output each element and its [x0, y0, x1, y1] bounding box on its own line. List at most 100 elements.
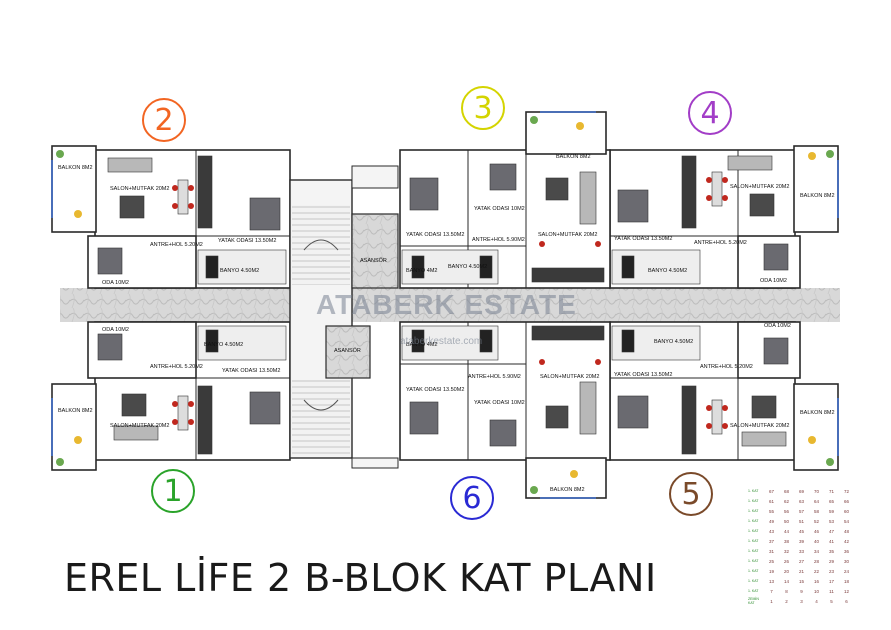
- legend-cell: 27: [798, 558, 804, 564]
- legend-floor-label: 1. KAT: [748, 589, 759, 593]
- legend-cell: 50: [783, 518, 789, 524]
- label-banyo-u3: BANYO 4.50M2: [448, 264, 488, 270]
- legend-cell: 29: [828, 558, 834, 564]
- legend-cell: 17: [828, 578, 834, 584]
- legend-cell: 51: [798, 518, 804, 524]
- legend-cell: 24: [843, 568, 849, 574]
- label-yatak-u5: YATAK ODASI 13.50M2: [614, 372, 673, 378]
- legend-cell: 44: [783, 528, 789, 534]
- legend-cell: 59: [828, 508, 834, 514]
- label-yatak-u2: YATAK ODASI 13.50M2: [218, 238, 277, 244]
- legend-cell: 8: [785, 588, 788, 594]
- legend-cell: 68: [783, 488, 789, 494]
- legend-cell: 11: [829, 588, 834, 594]
- label-yatak-u4: YATAK ODASI 13.50M2: [614, 236, 673, 242]
- label-antre-u2: ANTRE+HOL 5.20M2: [150, 242, 203, 248]
- legend-cell: 45: [798, 528, 804, 534]
- legend-cell: 19: [768, 568, 774, 574]
- legend-cell: 22: [813, 568, 819, 574]
- legend-floor-label: 1. KAT: [748, 569, 759, 573]
- legend-cell: 25: [768, 558, 774, 564]
- legend-cell: 31: [768, 548, 774, 554]
- legend-cell: 71: [828, 488, 834, 494]
- label-salon-u6: SALON+MUTFAK 20M2: [540, 374, 600, 380]
- legend-cell: 72: [843, 488, 849, 494]
- central-corridor: [60, 288, 840, 322]
- legend-cell: 12: [843, 588, 849, 594]
- legend-cell: 37: [768, 538, 774, 544]
- label-yatak10-u3: YATAK ODASI 10M2: [474, 206, 525, 212]
- label-banyo-u4: BANYO 4.50M2: [648, 268, 688, 274]
- label-banyo-u1: BANYO 4.50M2: [204, 342, 244, 348]
- legend-cell: 40: [813, 538, 819, 544]
- balcony-chairs: [74, 122, 816, 478]
- label-salon-u4: SALON+MUTFAK 20M2: [730, 184, 790, 190]
- legend-cell: 64: [813, 498, 819, 504]
- legend-cell: 2: [785, 598, 788, 604]
- label-oda-u5: ODA 10M2: [764, 323, 791, 329]
- legend-floor-label: 1. KAT: [748, 509, 759, 513]
- legend-cell: 20: [783, 568, 789, 574]
- legend-cell: 55: [768, 508, 774, 514]
- legend-cell: 63: [798, 498, 804, 504]
- legend-cell: 67: [768, 488, 774, 494]
- legend-cell: 41: [828, 538, 834, 544]
- furniture: [97, 155, 789, 455]
- label-balkon-u5: BALKON 8M2: [800, 410, 835, 416]
- label-oda-u1: ODA 10M2: [102, 327, 129, 333]
- legend-floor-label: 1. KAT: [748, 579, 759, 583]
- label-yatak10-u6: YATAK ODASI 10M2: [474, 400, 525, 406]
- stair-bottom: [292, 380, 350, 456]
- legend-cell: 5: [830, 598, 833, 604]
- unit-number-2: 2: [142, 98, 186, 142]
- label-salon-u3: SALON+MUTFAK 20M2: [538, 232, 598, 238]
- unit-number-5: 5: [669, 472, 713, 516]
- legend-cell: 35: [828, 548, 834, 554]
- label-salon-u5: SALON+MUTFAK 20M2: [730, 423, 790, 429]
- label-antre-u5: ANTRE+HOL 5.20M2: [700, 364, 753, 370]
- legend-cell: 69: [798, 488, 804, 494]
- unit-number-3: 3: [461, 86, 505, 130]
- label-asansor-top: ASANSÖR: [360, 258, 387, 264]
- legend-floor-label: 1. KAT: [748, 499, 759, 503]
- label-antre-u3: ANTRE+HOL 5.90M2: [472, 237, 525, 243]
- windows: [51, 111, 839, 499]
- label-antre-u4: ANTRE+HOL 5.20M2: [694, 240, 747, 246]
- label-salon-u2: SALON+MUTFAK 20M2: [110, 186, 170, 192]
- label-balkon-u1: BALKON 8M2: [58, 408, 93, 414]
- unit-number-1: 1: [151, 469, 195, 513]
- unit-number-6: 6: [450, 476, 494, 520]
- label-yatak-u1: YATAK ODASI 13.50M2: [222, 368, 281, 374]
- legend-cell: 66: [843, 498, 849, 504]
- label-antre-u1: ANTRE+HOL 5.20M2: [150, 364, 203, 370]
- legend-cell: 43: [768, 528, 774, 534]
- legend-floor-label: 1. KAT: [748, 529, 759, 533]
- unit-number-4: 4: [688, 91, 732, 135]
- label-balkon-u2: BALKON 8M2: [58, 165, 93, 171]
- legend-cell: 18: [843, 578, 849, 584]
- legend-floor-label: 1. KAT: [748, 549, 759, 553]
- legend-cell: 49: [768, 518, 774, 524]
- legend-cell: 26: [783, 558, 789, 564]
- legend-cell: 15: [798, 578, 804, 584]
- legend-cell: 42: [843, 538, 849, 544]
- label-balkon-u6: BALKON 8M2: [550, 487, 585, 493]
- legend-cell: 38: [783, 538, 789, 544]
- watermark-site: ataberkestate.com: [400, 336, 483, 347]
- legend-cell: 48: [843, 528, 849, 534]
- legend-floor-label: ZEMİN KAT: [748, 597, 759, 605]
- legend-cell: 21: [798, 568, 804, 574]
- label-banyo-u5: BANYO 4.50M2: [654, 339, 694, 345]
- legend-cell: 62: [783, 498, 789, 504]
- elevator-top-shaft: [351, 213, 399, 289]
- legend-cell: 36: [843, 548, 849, 554]
- dining-chairs: [172, 177, 728, 429]
